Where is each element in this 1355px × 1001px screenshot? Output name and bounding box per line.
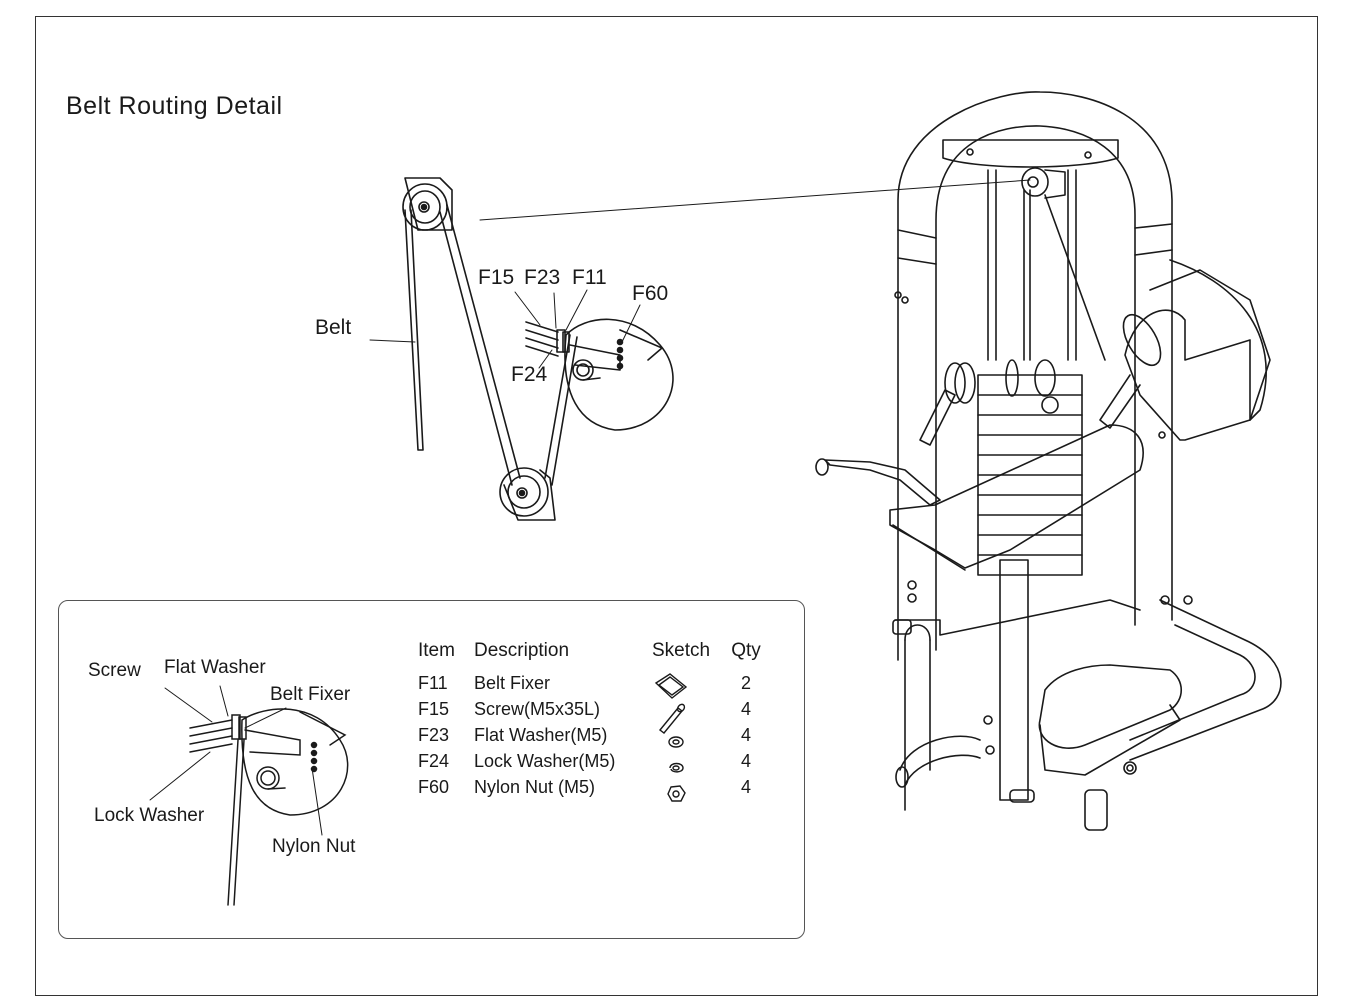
hex-nut-icon-cell [636,774,726,800]
row-description: Screw(M5x35L) [474,698,601,719]
parts-table: Item Description Sketch Qty F11 Belt Fix… [418,640,766,800]
leader-line [479,179,1031,221]
row-description: Nylon Nut (M5) [474,776,596,797]
row-qty: 2 [740,672,751,693]
callout-f11: F11 [572,266,607,289]
lock-washer-icon [669,762,684,773]
row-description: Flat Washer(M5) [474,724,608,745]
row-item: F24 [418,750,450,771]
inset-label-lock-washer: Lock Washer [94,805,205,826]
hex-nut-icon [667,785,686,802]
screw-icon [658,703,686,734]
inset-label-belt-fixer: Belt Fixer [270,684,351,705]
lock-washer-icon-cell [636,748,726,774]
row-qty: 4 [740,750,751,771]
header-qty: Qty [731,640,761,661]
row-description: Lock Washer(M5) [474,750,616,771]
table-row: F15 Screw(M5x35L) 4 [418,696,766,722]
inset-label-nylon-nut: Nylon Nut [272,836,356,857]
page-title: Belt Routing Detail [66,92,283,120]
table-row: F24 Lock Washer(M5) 4 [418,748,766,774]
row-qty: 4 [740,776,751,797]
flat-washer-icon-cell [636,722,726,748]
row-qty: 4 [740,698,751,719]
top-pulley [402,177,453,231]
belt-left-strand [404,209,424,451]
callout-belt: Belt [315,316,352,339]
table-row: F23 Flat Washer(M5) 4 [418,722,766,748]
drawing-frame [35,16,1318,996]
inset-label-flat-washer: Flat Washer [164,657,266,678]
row-description: Belt Fixer [474,672,551,693]
machine-illustration [815,91,1282,831]
row-item: F60 [418,776,450,797]
header-description: Description [474,640,570,661]
inset-label-screw: Screw [88,660,141,681]
cam-assembly [525,318,674,431]
callout-f15: F15 [478,266,515,289]
inset-fixer-detail [149,685,349,906]
parts-table-header: Item Description Sketch Qty [418,640,766,670]
header-item: Item [418,640,455,661]
row-item: F15 [418,698,450,719]
bottom-pulley [499,467,556,521]
parts-inset-panel [58,600,805,939]
table-row: F11 Belt Fixer 2 [418,670,766,696]
callout-f24: F24 [511,363,548,386]
row-item: F11 [418,672,448,693]
flat-washer-icon [668,736,684,748]
table-row: F60 Nylon Nut (M5) 4 [418,774,766,800]
screw-icon-cell [636,696,726,722]
square-plate-icon-cell [636,670,726,696]
header-sketch: Sketch [651,640,711,661]
square-plate-icon [654,673,688,699]
row-item: F23 [418,724,450,745]
callout-f23: F23 [524,266,561,289]
row-qty: 4 [740,724,751,745]
callout-f60: F60 [632,282,669,305]
